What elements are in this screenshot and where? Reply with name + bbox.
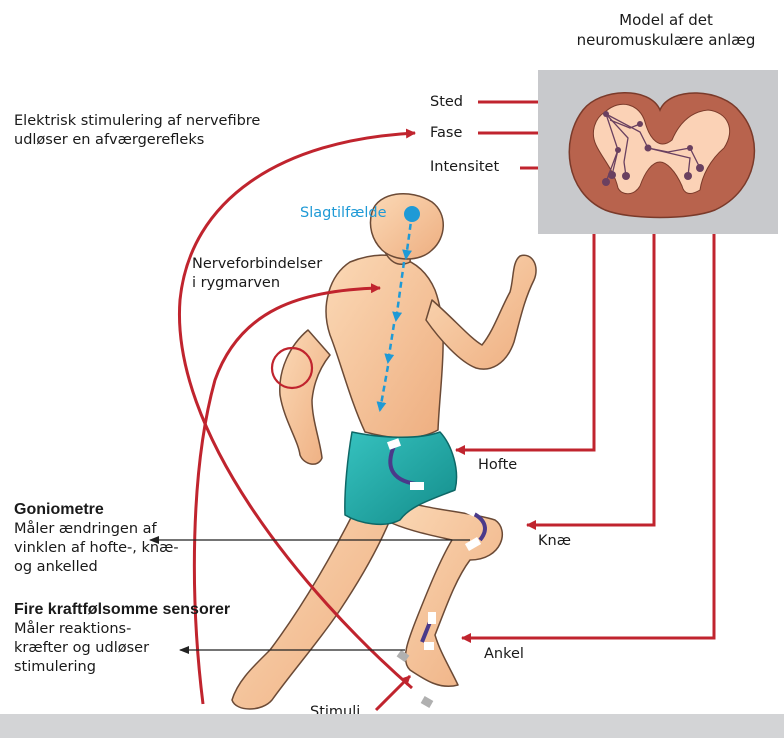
joint-feedback-arrows <box>456 234 714 638</box>
goniometers-line-2: vinklen af hofte-, knæ- <box>14 539 179 558</box>
footer-bar <box>0 714 784 738</box>
stimuli-arrow <box>376 676 410 710</box>
electrical-line-2: udløser en afværgerefleks <box>14 131 260 150</box>
force-sensors-line-1: Måler reaktions- <box>14 620 230 639</box>
force-sensors-line-2: kræfter og udløser <box>14 639 230 658</box>
goniometers-heading: Goniometre <box>14 500 179 520</box>
force-sensors-block: Fire kraftfølsomme sensorer Måler reakti… <box>14 600 230 677</box>
goniometers-block: Goniometre Måler ændringen af vinklen af… <box>14 500 179 577</box>
force-sensors-line-3: stimulering <box>14 658 230 677</box>
stroke-label: Slagtilfælde <box>300 204 387 223</box>
param-phase-label: Fase <box>430 124 462 143</box>
nerve-line-1: Nerveforbindelser <box>192 255 322 274</box>
electrical-stimulation-label: Elektrisk stimulering af nervefibre udlø… <box>14 112 260 150</box>
spinal-cord-panel <box>538 70 778 234</box>
model-title: Model af det neuromuskulære anlæg <box>566 10 766 50</box>
nerve-line-2: i rygmarven <box>192 274 322 293</box>
goniometers-line-3: og ankelled <box>14 558 179 577</box>
hip-label: Hofte <box>478 456 517 475</box>
model-title-line-2: neuromuskulære anlæg <box>566 30 766 50</box>
goniometers-line-1: Måler ændringen af <box>14 520 179 539</box>
param-location-label: Sted <box>430 93 463 112</box>
electrical-line-1: Elektrisk stimulering af nervefibre <box>14 112 260 131</box>
knee-label: Knæ <box>538 532 571 551</box>
ankle-label: Ankel <box>484 645 524 664</box>
model-title-line-1: Model af det <box>566 10 766 30</box>
param-intensity-label: Intensitet <box>430 158 499 177</box>
nerve-connections-label: Nerveforbindelser i rygmarven <box>192 255 322 293</box>
force-sensors-heading: Fire kraftfølsomme sensorer <box>14 600 230 620</box>
